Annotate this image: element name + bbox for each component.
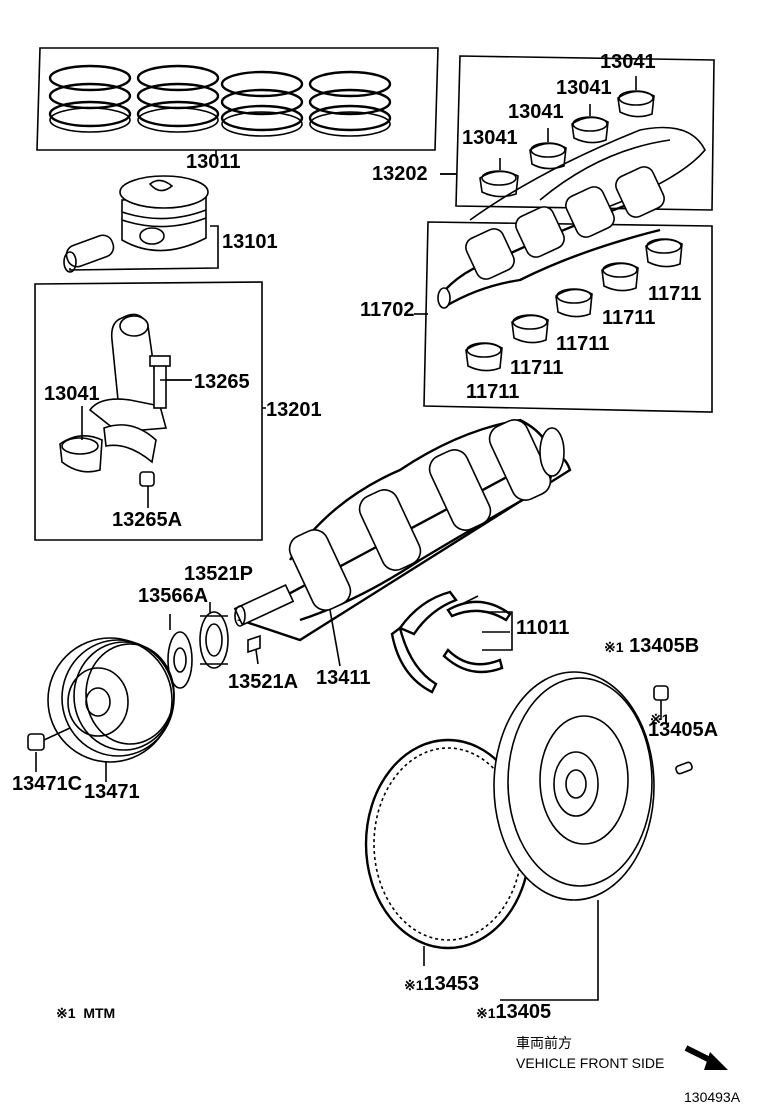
timing-gear-parts xyxy=(167,602,261,689)
label-upper-bearing: 13041 xyxy=(600,51,656,73)
label-crank-timing-pulley: 13521P xyxy=(184,563,253,585)
label-flywheel-bolt: ※1 13405B xyxy=(604,635,700,657)
legend-note: ※1 MTM xyxy=(56,1006,115,1020)
lower-bearing-group xyxy=(414,166,713,413)
label-gear-washer: 13566A xyxy=(138,585,209,607)
crankshaft-drawing xyxy=(233,418,572,642)
label-flywheel-assy: ※113405 xyxy=(476,1001,552,1023)
label-crank-key: 13521A xyxy=(228,671,299,693)
label-crank-pulley: 13471 xyxy=(84,781,140,803)
bearing-shell xyxy=(511,314,549,344)
figure-code: 130493A xyxy=(684,1089,741,1105)
label-crank-bearing-lower-set: 11702 xyxy=(360,299,415,321)
thrust-washers xyxy=(390,590,513,694)
flywheel-drawing xyxy=(493,671,693,1001)
bearing-shell xyxy=(555,288,593,318)
label-upper-bearing: 13041 xyxy=(508,101,564,123)
marker-mark: ※1 xyxy=(404,977,424,993)
piston-ring-stack xyxy=(136,64,220,133)
label-pulley-bolt: 13471C xyxy=(12,773,83,795)
label-piston-rings: 13011 xyxy=(186,151,241,173)
label-rod-nut: 13265A xyxy=(112,509,183,531)
crank-pulley-drawing xyxy=(27,637,175,782)
direction-label-jp: 車両前方 xyxy=(516,1035,572,1051)
legend-text: MTM xyxy=(83,1005,116,1021)
upper-bearing-group xyxy=(440,55,715,221)
label-crank-bearing-set: 13202 xyxy=(372,163,428,185)
label-thrust-washers: 11011 xyxy=(516,617,570,639)
label-connecting-rod-assy: 13201 xyxy=(266,399,322,421)
bearing-shell xyxy=(529,142,567,170)
label-flywheel-pin: 13405A xyxy=(648,719,719,741)
label-piston: 13101 xyxy=(222,231,278,253)
piston-ring-stack xyxy=(308,70,392,137)
marker-mark: ※1 xyxy=(476,1005,496,1021)
marker-mark: ※1 xyxy=(604,639,624,655)
piston-ring-stack xyxy=(220,70,304,137)
piston-drawing xyxy=(63,175,219,273)
bearing-shell xyxy=(645,238,683,268)
marker-mark: ※1 xyxy=(56,1005,76,1021)
label-lower-bearing: 11711 xyxy=(556,333,610,355)
bearing-shell xyxy=(571,116,609,144)
leader-lines xyxy=(160,150,510,667)
label-lower-bearing: 11711 xyxy=(648,283,702,305)
bearing-shell xyxy=(479,170,519,198)
piston-ring-stack xyxy=(48,64,132,133)
label-upper-bearing: 13041 xyxy=(556,77,612,99)
label-rod-bearing: 13041 xyxy=(44,383,100,405)
connecting-rod-group xyxy=(34,281,266,541)
label-crankshaft: 13411 xyxy=(316,667,371,689)
bearing-shell xyxy=(601,262,639,292)
front-arrow-icon xyxy=(684,1045,728,1070)
label-lower-bearing: 11711 xyxy=(466,381,520,403)
bearing-shell xyxy=(617,90,655,118)
label-upper-bearing: 13041 xyxy=(462,127,518,149)
bearing-shell xyxy=(465,342,503,372)
label-rod-bolt: 13265 xyxy=(194,371,250,393)
marker-mark: ※1 xyxy=(650,711,670,727)
direction-label-en: VEHICLE FRONT SIDE xyxy=(516,1055,665,1071)
label-lower-bearing: 11711 xyxy=(602,307,656,329)
label-ring-gear: ※113453 xyxy=(404,973,480,995)
label-lower-bearing: 11711 xyxy=(510,357,564,379)
piston-rings-group xyxy=(36,47,439,151)
